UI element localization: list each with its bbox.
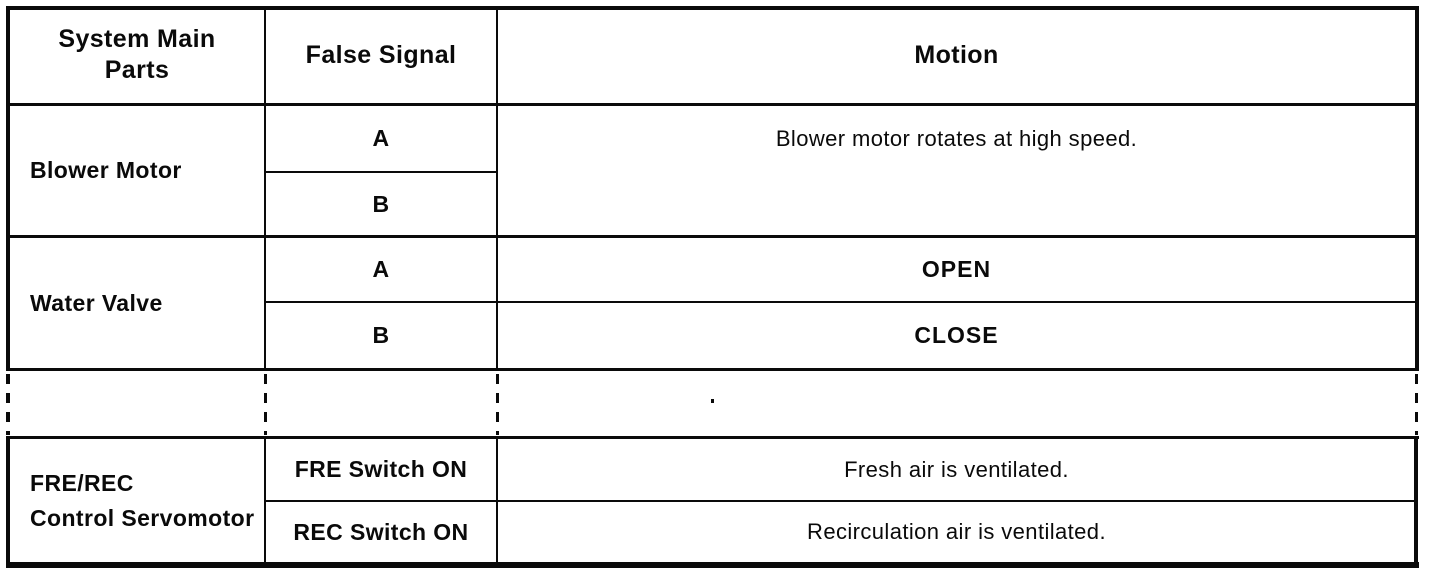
- break-dashed-left-border: [6, 374, 10, 435]
- blower-signal-a: A: [372, 125, 390, 151]
- column-divider-2-upper: [496, 9, 498, 368]
- table-right-border-lower: [1414, 436, 1418, 568]
- blower-water-section-divider: [8, 235, 1417, 238]
- break-dashed-right-border: [1415, 374, 1418, 435]
- header-false-signal: False Signal: [305, 40, 457, 69]
- servo-motion-fre: Fresh air is ventilated.: [844, 456, 1069, 482]
- table-bottom-border: [6, 562, 1419, 568]
- servo-part-label: FRE/REC Control Servomotor: [30, 469, 255, 531]
- lower-fragment-top-border: [6, 436, 1419, 439]
- table-top-border: [6, 6, 1419, 10]
- table-right-border-upper: [1415, 6, 1419, 371]
- header-system-main-parts: System Main Parts: [58, 25, 216, 84]
- upper-fragment-bottom-border: [6, 368, 1419, 371]
- blower-motion-text: Blower motor rotates at high speed.: [775, 125, 1138, 151]
- break-ellipsis-speck: [711, 399, 714, 403]
- blower-motor-part-label: Blower Motor: [30, 157, 182, 183]
- water-signal-a: A: [372, 256, 390, 282]
- blower-signal-b: B: [372, 190, 390, 217]
- blower-ab-divider: [264, 171, 498, 173]
- water-signal-b: B: [372, 322, 390, 348]
- break-dashed-column-divider-1: [264, 374, 267, 435]
- servo-signal-rec: REC Switch ON: [293, 518, 469, 545]
- header-motion: Motion: [914, 40, 999, 69]
- water-motion-open: OPEN: [921, 256, 992, 282]
- table-left-border-upper: [6, 6, 10, 371]
- servo-row-divider: [264, 500, 1415, 502]
- servo-motion-rec: Recirculation air is ventilated.: [807, 519, 1106, 544]
- header-bottom-divider: [8, 103, 1417, 106]
- table-left-border-lower: [6, 436, 10, 568]
- break-dashed-column-divider-2: [496, 374, 499, 435]
- servo-signal-fre: FRE Switch ON: [294, 456, 468, 482]
- water-ab-divider: [264, 301, 1415, 303]
- water-motion-close: CLOSE: [914, 322, 999, 348]
- water-valve-part-label: Water Valve: [30, 289, 163, 316]
- column-divider-1-upper: [264, 9, 266, 368]
